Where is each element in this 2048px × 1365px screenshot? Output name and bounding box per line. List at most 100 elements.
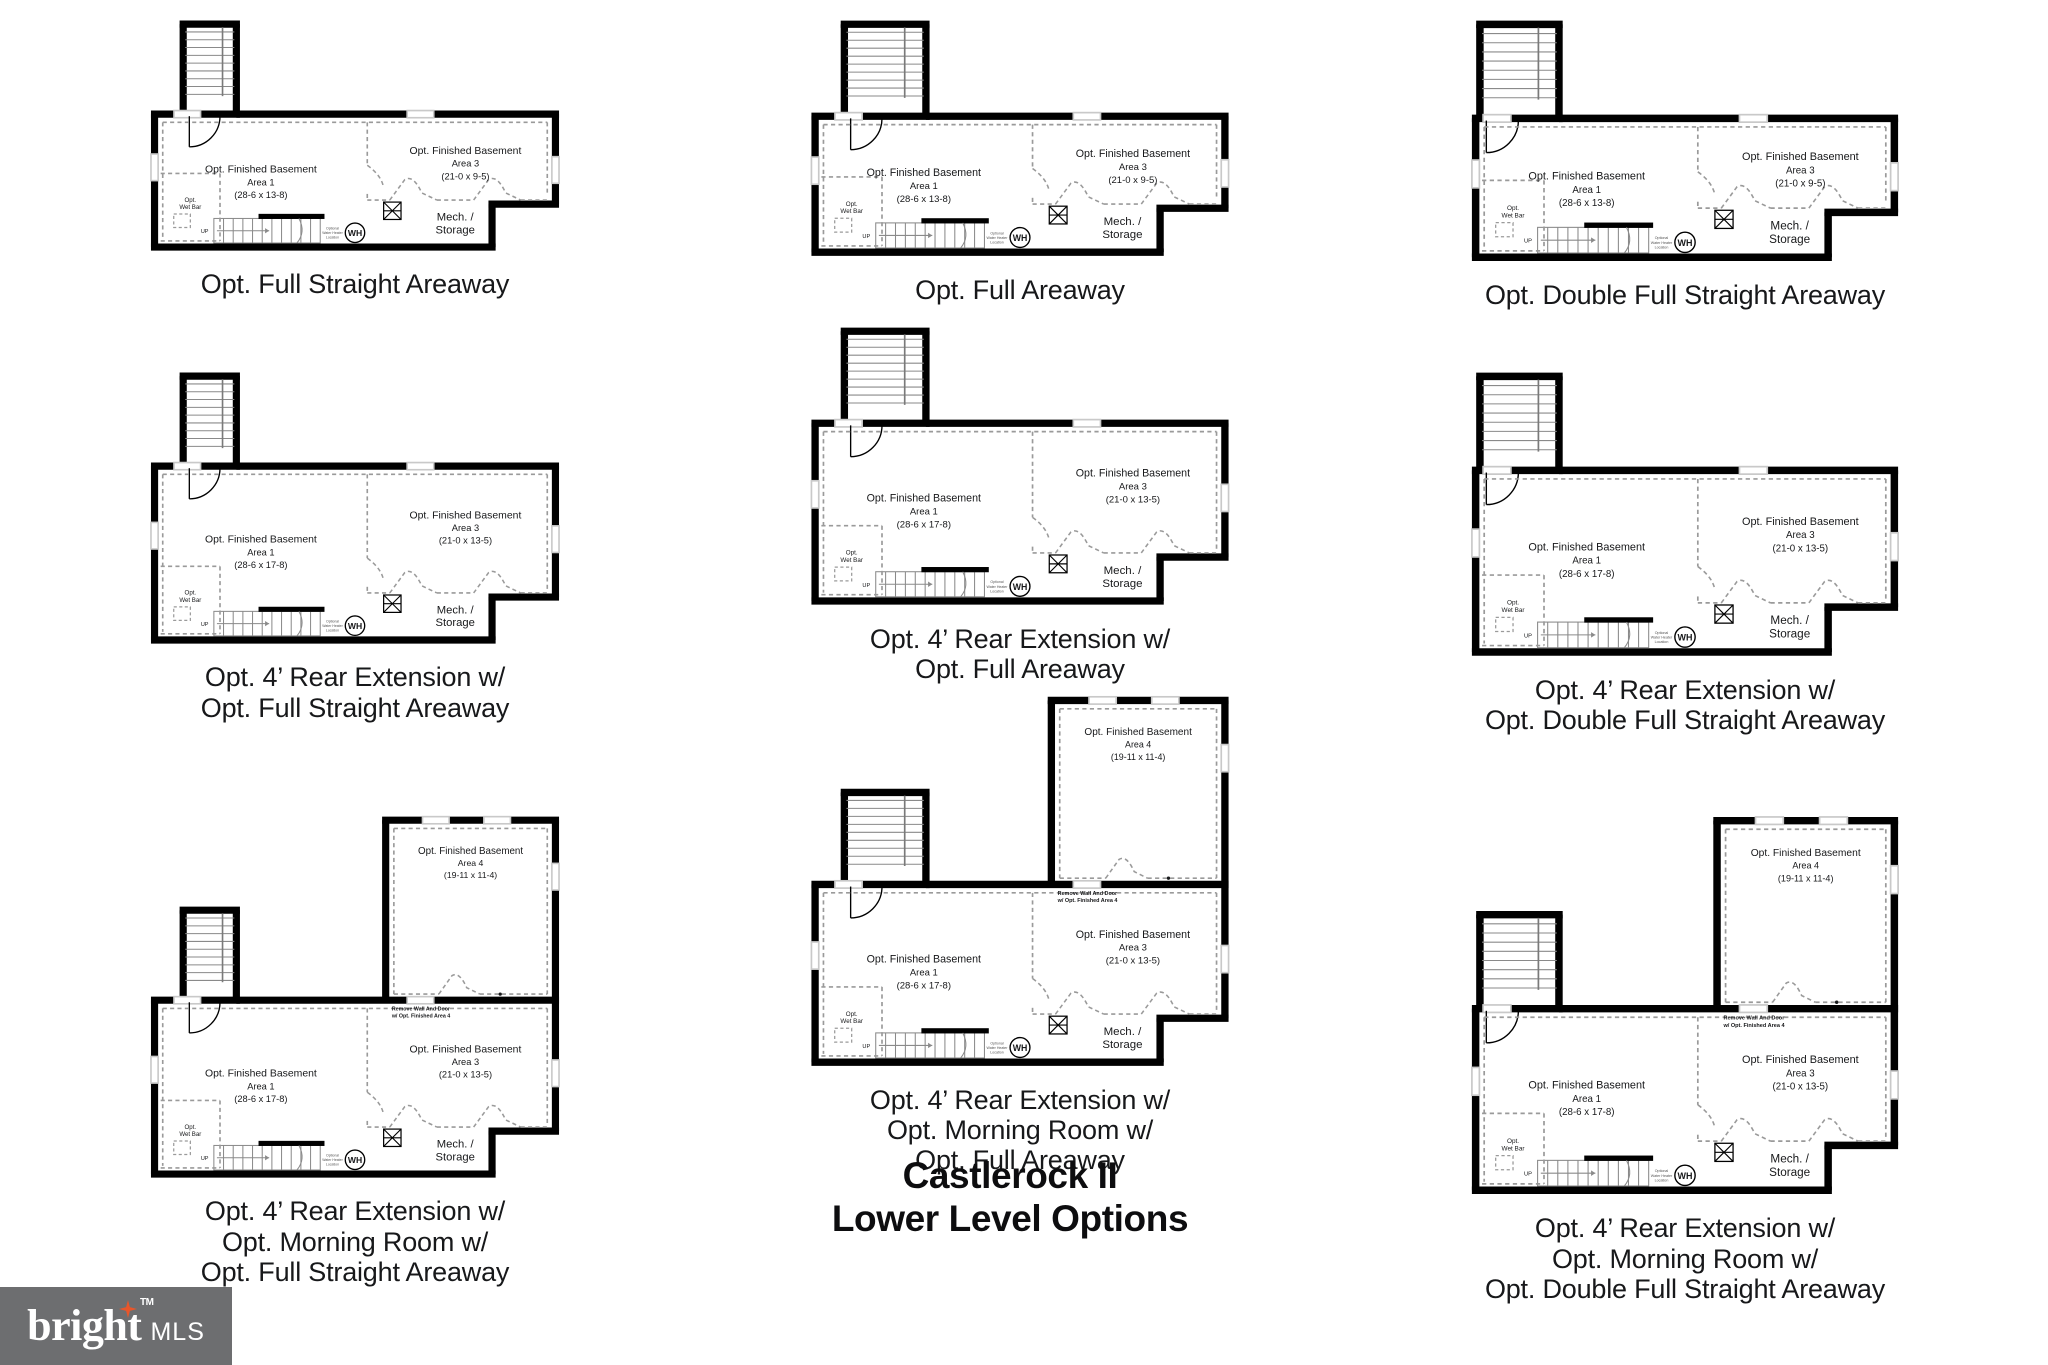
svg-text:Mech. /: Mech. / (1770, 614, 1809, 627)
svg-text:Storage: Storage (436, 617, 475, 629)
svg-text:Opt. Finished Basement: Opt. Finished Basement (1528, 1080, 1645, 1092)
svg-text:Area 3: Area 3 (452, 1057, 479, 1067)
sheet-title: Castlerock II Lower Level Options (831, 1155, 1189, 1239)
svg-text:(21-0 x 9-5): (21-0 x 9-5) (441, 171, 489, 181)
svg-text:w/ Opt. Finished Area 4: w/ Opt. Finished Area 4 (1722, 1023, 1785, 1029)
svg-text:Optional: Optional (326, 620, 339, 624)
svg-text:Wet Bar: Wet Bar (1502, 607, 1526, 614)
svg-text:Opt. Finished Basement: Opt. Finished Basement (410, 510, 522, 521)
svg-text:Area 1: Area 1 (247, 1081, 274, 1091)
svg-text:(28-6 x 17-8): (28-6 x 17-8) (234, 560, 287, 570)
svg-text:Location: Location (326, 236, 339, 240)
plan-caption: Opt. 4’ Rear Extension w/ Opt. Double Fu… (1484, 675, 1886, 736)
svg-text:Area 1: Area 1 (247, 177, 274, 187)
svg-text:Storage: Storage (1102, 578, 1142, 590)
svg-text:Optional: Optional (1655, 236, 1669, 240)
svg-text:Optional: Optional (1655, 631, 1669, 635)
svg-text:Water Heater: Water Heater (1651, 636, 1673, 640)
svg-text:Opt. Finished Basement: Opt. Finished Basement (1742, 1054, 1859, 1066)
svg-text:Optional: Optional (1655, 1169, 1669, 1173)
plan-caption: Opt. 4’ Rear Extension w/ Opt. Full Area… (869, 623, 1171, 684)
svg-text:Wet Bar: Wet Bar (840, 557, 863, 564)
svg-text:Area 3: Area 3 (1119, 162, 1147, 173)
svg-text:Opt.: Opt. (185, 590, 197, 597)
svg-text:UP: UP (201, 622, 209, 628)
svg-text:Area 1: Area 1 (247, 547, 274, 557)
svg-text:Area 1: Area 1 (1572, 556, 1601, 567)
svg-text:Optional: Optional (326, 1154, 339, 1158)
svg-text:(19-11 x 11-4): (19-11 x 11-4) (1778, 873, 1834, 883)
svg-text:(21-0 x 9-5): (21-0 x 9-5) (1775, 179, 1825, 190)
svg-text:Area 1: Area 1 (910, 506, 938, 517)
svg-text:Location: Location (990, 1051, 1003, 1055)
svg-text:UP: UP (1524, 633, 1532, 639)
svg-text:Mech. /: Mech. / (1104, 565, 1142, 577)
svg-text:Opt. Finished Basement: Opt. Finished Basement (205, 165, 317, 176)
svg-text:Opt. Finished Basement: Opt. Finished Basement (1076, 929, 1190, 941)
svg-text:Storage: Storage (1102, 229, 1142, 241)
svg-text:Opt. Finished Basement: Opt. Finished Basement (410, 146, 522, 157)
svg-text:w/ Opt. Finished Area 4: w/ Opt. Finished Area 4 (391, 1014, 450, 1020)
svg-text:Wet Bar: Wet Bar (179, 204, 201, 211)
svg-text:(28-6 x 17-8): (28-6 x 17-8) (1559, 569, 1615, 580)
svg-text:Water Heater: Water Heater (322, 231, 343, 235)
svg-text:(19-11 x 11-4): (19-11 x 11-4) (1111, 752, 1165, 762)
svg-text:UP: UP (201, 229, 209, 235)
svg-text:Water Heater: Water Heater (987, 1046, 1009, 1050)
svg-text:Storage: Storage (436, 224, 475, 236)
svg-text:Remove Wall And Door: Remove Wall And Door (392, 1006, 450, 1012)
plan-caption: Opt. Double Full Straight Areaway (1484, 280, 1886, 311)
svg-text:UP: UP (862, 234, 870, 240)
svg-text:Opt. Finished Basement: Opt. Finished Basement (1751, 848, 1861, 859)
svg-text:Opt.: Opt. (846, 550, 858, 557)
svg-text:Area 1: Area 1 (910, 968, 938, 979)
plan-caption: Opt. 4’ Rear Extension w/ Opt. Full Stra… (200, 662, 510, 723)
svg-text:Mech. /: Mech. / (1770, 1152, 1809, 1165)
svg-text:(28-6 x 13-8): (28-6 x 13-8) (234, 190, 287, 200)
svg-text:Water Heater: Water Heater (1651, 241, 1673, 245)
svg-text:Water Heater: Water Heater (1651, 1174, 1673, 1178)
svg-text:Area 4: Area 4 (458, 858, 484, 868)
watermark-suffix: MLS (150, 1318, 205, 1346)
svg-text:Opt. Finished Basement: Opt. Finished Basement (1076, 148, 1190, 160)
svg-text:Wet Bar: Wet Bar (179, 597, 201, 604)
svg-text:Mech. /: Mech. / (1104, 1026, 1142, 1038)
svg-text:Storage: Storage (1769, 233, 1810, 246)
svg-text:(28-6 x 17-8): (28-6 x 17-8) (897, 519, 951, 530)
svg-text:Area 3: Area 3 (452, 159, 479, 169)
svg-text:Storage: Storage (1102, 1039, 1142, 1051)
svg-text:Opt.: Opt. (1507, 205, 1519, 212)
svg-text:Opt. Finished Basement: Opt. Finished Basement (867, 167, 981, 179)
svg-text:(21-0 x 13-5): (21-0 x 13-5) (1773, 543, 1829, 554)
svg-text:WH: WH (348, 1155, 362, 1165)
svg-text:Opt. Finished Basement: Opt. Finished Basement (205, 1069, 317, 1080)
svg-text:Storage: Storage (1769, 1166, 1810, 1179)
svg-text:Location: Location (1655, 246, 1669, 250)
svg-text:Location: Location (1655, 640, 1669, 644)
svg-text:UP: UP (862, 1044, 870, 1050)
svg-text:Opt.: Opt. (846, 201, 858, 208)
svg-text:WH: WH (1013, 233, 1028, 243)
plan-caption: Opt. 4’ Rear Extension w/ Opt. Morning R… (1484, 1213, 1886, 1304)
svg-text:Opt. Finished Basement: Opt. Finished Basement (418, 846, 523, 857)
svg-text:(21-0 x 9-5): (21-0 x 9-5) (1108, 175, 1157, 186)
svg-text:WH: WH (1013, 1043, 1028, 1053)
svg-text:WH: WH (348, 228, 362, 238)
svg-text:Opt.: Opt. (1507, 1138, 1519, 1145)
svg-text:Water Heater: Water Heater (322, 1158, 343, 1162)
svg-text:(21-0 x 13-5): (21-0 x 13-5) (1773, 1082, 1829, 1093)
